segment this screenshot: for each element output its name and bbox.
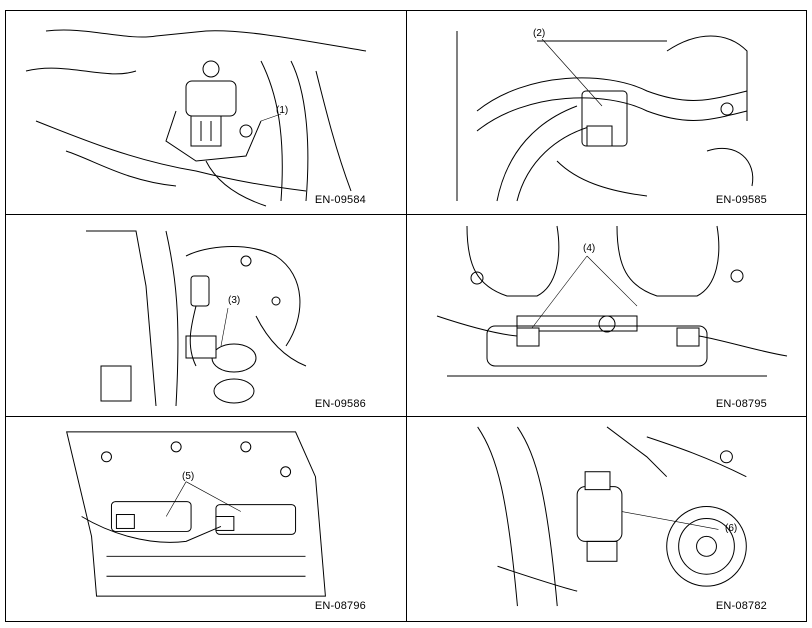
figure-code: EN-08795 (715, 398, 767, 410)
callout-label: (2) (533, 28, 546, 39)
panel-4: (4) EN-08795 (407, 215, 807, 418)
grid-divider-horizontal-1 (6, 214, 806, 215)
callout-label: (4) (583, 243, 596, 254)
callout-label: (3) (228, 295, 241, 306)
engine-illustration-2 (456, 31, 754, 202)
figure-grid: (1) EN-09584 (2) EN-09585 (5, 10, 807, 622)
panel-6: (6) EN-08782 (407, 417, 807, 620)
engine-illustration-6 (477, 426, 747, 607)
panel-5: (5) EN-08796 (6, 417, 406, 620)
figure-code: EN-08796 (314, 600, 366, 612)
engine-illustration-3 (86, 230, 307, 407)
panel-2: (2) EN-09585 (407, 11, 807, 214)
callout-label: (5) (182, 471, 195, 482)
figure-code: EN-09586 (314, 398, 366, 410)
grid-divider-horizontal-2 (6, 416, 806, 417)
grid-divider-vertical (406, 11, 407, 621)
callout-label: (6) (725, 523, 738, 534)
figure-code: EN-09584 (314, 194, 366, 206)
figure-code: EN-09585 (715, 194, 767, 206)
panel-3: (3) EN-09586 (6, 215, 406, 418)
callout-label: (1) (276, 105, 289, 116)
engine-illustration-1 (25, 29, 367, 207)
panel-1: (1) EN-09584 (6, 11, 406, 214)
engine-illustration-4 (436, 225, 788, 377)
engine-illustration-5 (66, 431, 326, 597)
figure-code: EN-08782 (715, 600, 767, 612)
